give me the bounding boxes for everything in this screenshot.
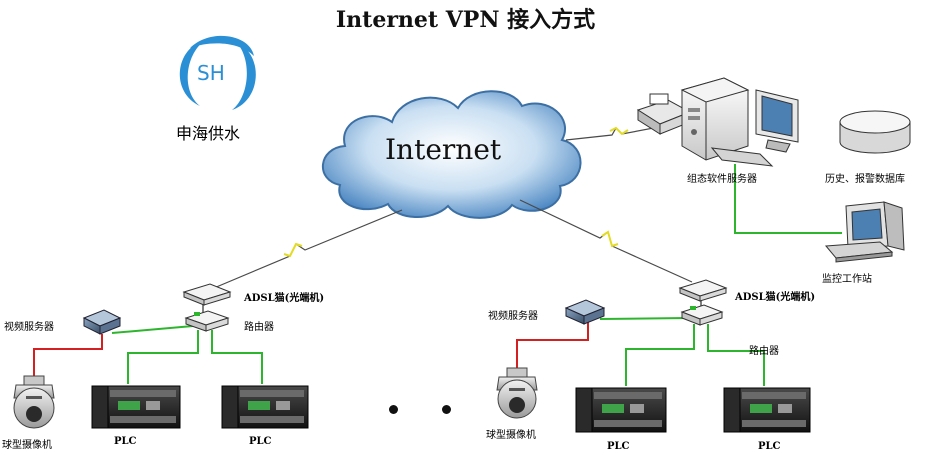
logo-swoosh-top [190, 35, 254, 56]
adsl-right-label: ADSL猫(光端机) [735, 292, 816, 303]
video-server-right [564, 299, 606, 325]
video-server-left [82, 309, 122, 335]
router-right [680, 304, 724, 326]
adsl-left-label: ADSL猫(光端机) [244, 293, 325, 304]
link-video-router-left [111, 325, 194, 334]
wan-link-right [519, 199, 693, 283]
plc-right-2 [723, 387, 811, 433]
link-router-plc1-left [127, 330, 199, 384]
adsl-modem-left [182, 283, 232, 306]
link-router-plc2-left [211, 330, 263, 384]
wireless-mark-left [283, 242, 303, 258]
brand-logo: SH [179, 35, 256, 110]
video-server-left-label: 视频服务器 [4, 322, 54, 333]
monitor-workstation-icon [824, 201, 905, 263]
link-video-camera-left [33, 334, 103, 378]
link-router-plc2-right [707, 324, 765, 386]
video-server-right-label: 视频服务器 [488, 311, 538, 322]
router-right-label: 路由器 [749, 346, 779, 357]
plc-left-1-label: PLC [114, 436, 137, 447]
plc-right-2-label: PLC [758, 441, 781, 452]
link-video-router-right [599, 317, 689, 320]
config-server-label: 组态软件服务器 [687, 174, 757, 185]
monitor-station-label: 监控工作站 [822, 274, 872, 285]
wireless-mark-right [601, 230, 619, 248]
ellipsis-dot [389, 405, 398, 414]
wireless-mark-server [609, 126, 629, 136]
router-left [184, 310, 230, 332]
logo-text: SH [197, 61, 225, 85]
wan-link-left [213, 209, 403, 289]
camera-left [13, 375, 55, 429]
plc-left-1 [91, 385, 181, 429]
diagram-title: Internet VPN 接入方式 [335, 7, 596, 33]
plc-right-1 [575, 387, 667, 433]
plc-right-1-label: PLC [607, 441, 630, 452]
config-server [636, 77, 799, 167]
adsl-modem-right [678, 279, 728, 302]
database-icon [839, 110, 911, 154]
ellipsis-dot [442, 405, 451, 414]
camera-right-label: 球型摄像机 [486, 430, 536, 441]
link-server-monitor [734, 164, 842, 234]
logo-swoosh-right [232, 42, 256, 110]
internet-cloud [322, 90, 582, 219]
logo-swoosh-left [179, 40, 205, 106]
camera-right [496, 367, 538, 419]
link-router-plc1-right [625, 324, 695, 386]
cloud-label: Internet [385, 133, 502, 166]
plc-left-2 [221, 385, 309, 429]
plc-left-2-label: PLC [249, 436, 272, 447]
camera-left-label: 球型摄像机 [2, 440, 52, 451]
history-db-label: 历史、报警数据库 [825, 174, 905, 185]
router-left-label: 路由器 [244, 322, 274, 333]
link-video-camera-right [516, 322, 589, 370]
brand-name: 申海供水 [176, 124, 241, 143]
